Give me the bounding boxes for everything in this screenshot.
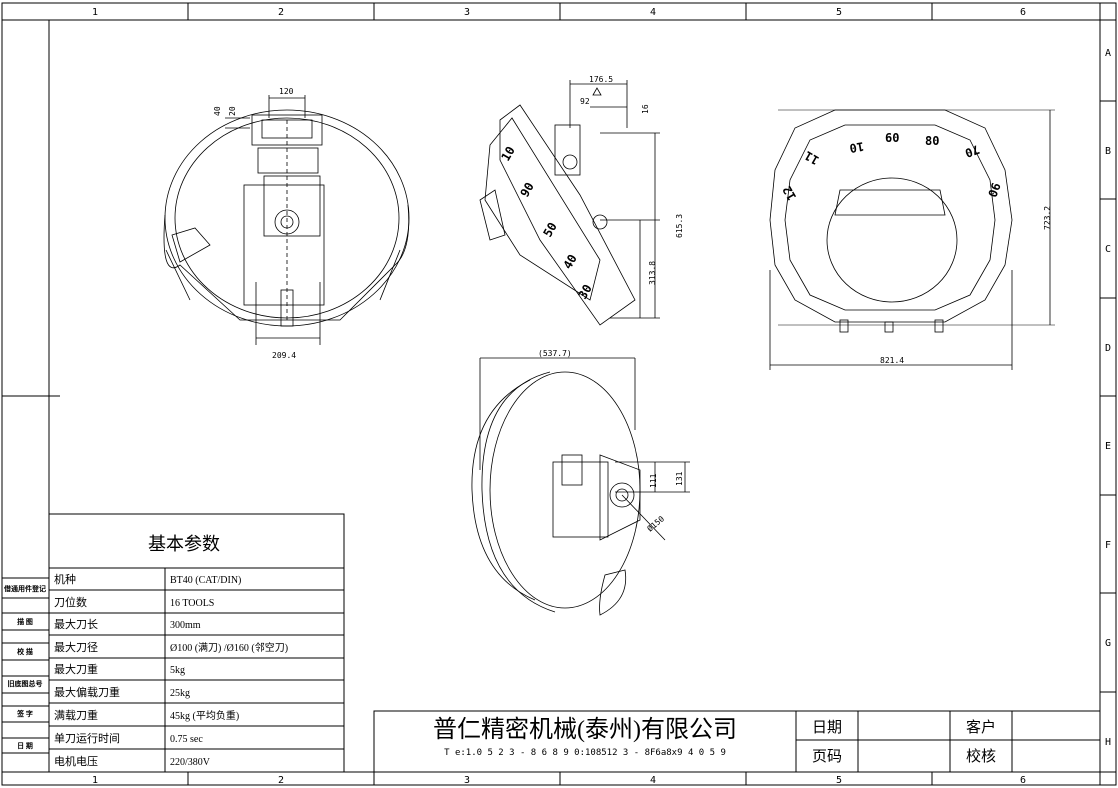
pocket-number: 10 bbox=[498, 144, 517, 164]
param-value: 5kg bbox=[170, 665, 185, 676]
top-view bbox=[163, 95, 410, 345]
page-label: 页码 bbox=[812, 748, 842, 765]
pocket-number: 60 bbox=[885, 131, 899, 145]
pocket-number: 70 bbox=[963, 142, 981, 160]
sidebar-label: 借通用件登记 bbox=[3, 584, 46, 593]
row-label: E bbox=[1105, 441, 1111, 452]
sidebar-label: 签 字 bbox=[16, 709, 33, 718]
dim-label: (537.7) bbox=[538, 349, 572, 358]
company-tel: T e:1.0 5 2 3 - 8 6 8 9 0:108512 3 - 8F6… bbox=[444, 748, 726, 758]
row-label: H bbox=[1105, 737, 1111, 748]
right-row-ruler bbox=[2, 100, 1116, 693]
sidebar-label: 旧底图总号 bbox=[8, 679, 43, 688]
dim-label: 131 bbox=[675, 471, 684, 486]
column-labels: 1 2 3 4 5 6 1 2 3 4 5 6 bbox=[92, 7, 1026, 786]
col-label-top: 3 bbox=[464, 7, 470, 18]
col-label-top: 6 bbox=[1020, 7, 1026, 18]
dim-label: 20 bbox=[228, 106, 237, 116]
dim-label: 313.8 bbox=[648, 261, 657, 285]
dim-label: 40 bbox=[213, 106, 222, 116]
sidebar-label: 日 期 bbox=[17, 741, 33, 750]
row-label: F bbox=[1105, 540, 1111, 551]
row-label: B bbox=[1105, 146, 1111, 157]
params-values: BT40 (CAT/DIN) 16 TOOLS 300mm Ø100 (满刀) … bbox=[170, 575, 288, 768]
side-view-pockets: 10 90 50 40 30 bbox=[498, 144, 594, 302]
bottom-view bbox=[471, 357, 690, 616]
title-block bbox=[373, 710, 1101, 773]
param-label: 单刀运行时间 bbox=[54, 732, 120, 745]
front-view-pockets: 10 60 80 70 11 12 90 bbox=[780, 131, 1003, 203]
check-label: 校核 bbox=[966, 748, 996, 765]
params-rows: 机种 刀位数 最大刀长 最大刀径 最大刀重 最大偏载刀重 满载刀重 单刀运行时间… bbox=[54, 572, 120, 768]
param-value: 45kg (平均负重) bbox=[170, 709, 239, 722]
dim-label: 111 bbox=[649, 473, 658, 488]
dim-label: 16 bbox=[641, 104, 650, 114]
pocket-number: 80 bbox=[925, 134, 939, 148]
param-label: 最大刀径 bbox=[54, 640, 98, 654]
pocket-number: 11 bbox=[802, 148, 822, 167]
row-label: G bbox=[1105, 638, 1111, 649]
col-label-bottom: 2 bbox=[278, 775, 284, 786]
front-view-dims: 723.2 821.4 bbox=[880, 206, 1052, 365]
param-value: 25kg bbox=[170, 688, 190, 699]
row-label: C bbox=[1105, 244, 1111, 255]
side-view bbox=[479, 80, 660, 326]
col-label-top: 2 bbox=[278, 7, 284, 18]
pocket-number: 30 bbox=[575, 282, 594, 302]
param-label: 最大刀重 bbox=[54, 662, 98, 676]
dim-label: 92 bbox=[580, 97, 590, 106]
param-label: 最大刀长 bbox=[54, 617, 98, 631]
param-value: BT40 (CAT/DIN) bbox=[170, 575, 241, 586]
param-value: 220/380V bbox=[170, 757, 211, 768]
col-label-top: 4 bbox=[650, 7, 656, 18]
pocket-number: 50 bbox=[540, 220, 559, 240]
left-sidebar bbox=[1, 577, 50, 773]
dim-label: 723.2 bbox=[1043, 206, 1052, 230]
col-label-bottom: 6 bbox=[1020, 775, 1026, 786]
pocket-number: 12 bbox=[780, 183, 799, 203]
customer-label: 客户 bbox=[966, 719, 996, 736]
dim-label: 120 bbox=[279, 87, 294, 96]
row-label: D bbox=[1105, 343, 1111, 354]
top-view-dims: 120 40 20 209.4 bbox=[213, 87, 296, 360]
col-label-bottom: 4 bbox=[650, 775, 656, 786]
col-label-bottom: 1 bbox=[92, 775, 98, 786]
sidebar-labels: 借通用件登记 描 图 校 描 旧底图总号 签 字 日 期 bbox=[3, 584, 46, 750]
company-name: 普仁精密机械(泰州)有限公司 bbox=[433, 716, 737, 743]
pocket-number: 40 bbox=[560, 252, 579, 272]
dim-label: 821.4 bbox=[880, 356, 904, 365]
param-label: 刀位数 bbox=[54, 595, 87, 609]
param-label: 机种 bbox=[54, 572, 76, 586]
col-label-top: 1 bbox=[92, 7, 98, 18]
pocket-number: 10 bbox=[848, 139, 865, 155]
sidebar-label: 描 图 bbox=[17, 617, 33, 626]
row-labels: A B C D E F G H bbox=[1105, 48, 1111, 748]
inner-border bbox=[48, 19, 1101, 773]
param-label: 最大偏载刀重 bbox=[54, 685, 120, 699]
params-title: 基本参数 bbox=[148, 534, 220, 554]
row-label: A bbox=[1105, 48, 1111, 59]
param-value: 0.75 sec bbox=[170, 734, 203, 745]
param-value: 300mm bbox=[170, 620, 201, 631]
col-label-top: 5 bbox=[836, 7, 842, 18]
date-label: 日期 bbox=[812, 719, 842, 736]
dim-label: 209.4 bbox=[272, 351, 296, 360]
params-table bbox=[48, 513, 345, 773]
col-label-bottom: 5 bbox=[836, 775, 842, 786]
bottom-view-dims: (537.7) 131 111 Ø150 bbox=[538, 349, 684, 534]
sidebar-label: 校 描 bbox=[17, 647, 33, 656]
front-view bbox=[769, 109, 1055, 370]
param-value: Ø100 (满刀) /Ø160 (邻空刀) bbox=[170, 641, 288, 654]
pocket-number: 90 bbox=[517, 180, 536, 200]
side-view-dims: 176.5 92 16 615.3 313.8 bbox=[580, 75, 684, 285]
dim-label: 615.3 bbox=[675, 214, 684, 238]
pocket-number: 90 bbox=[985, 181, 1003, 199]
dim-label: 176.5 bbox=[589, 75, 613, 84]
param-label: 满载刀重 bbox=[54, 708, 98, 722]
param-label: 电机电压 bbox=[54, 754, 98, 768]
param-value: 16 TOOLS bbox=[170, 598, 214, 609]
col-label-bottom: 3 bbox=[464, 775, 470, 786]
